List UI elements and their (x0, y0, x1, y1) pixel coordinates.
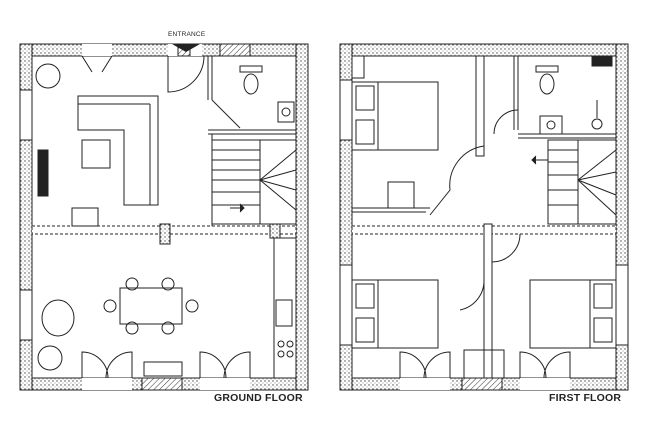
window-door (81, 55, 113, 73)
desk-chair (387, 181, 415, 209)
kitchen-sink (275, 299, 293, 327)
bath-door (493, 109, 519, 135)
sideboard (143, 361, 183, 377)
patio-door-right (199, 351, 251, 379)
ground-stairs (211, 139, 297, 225)
balcony-door-right (519, 351, 571, 379)
first-floor-walls (339, 43, 629, 391)
tv-unit (37, 149, 49, 197)
balcony-door-left (399, 351, 451, 379)
plant-icon (35, 63, 61, 89)
stove-icon (277, 340, 294, 358)
first-stairs (531, 140, 617, 224)
bed-icon (351, 279, 439, 349)
toilet-icon (535, 65, 559, 95)
entrance-arrow-icon (172, 44, 200, 52)
entrance-label: ENTRANCE (168, 31, 206, 38)
ground-floor-label: GROUND FLOOR (214, 392, 303, 404)
dining-chairs (103, 277, 199, 335)
bedroom3-door (491, 233, 521, 263)
bed-icon (529, 279, 617, 349)
entrance-door (167, 55, 205, 93)
coffee-table (81, 139, 111, 169)
wc-door (211, 99, 241, 129)
first-floor-label: FIRST FLOOR (549, 392, 622, 404)
bedroom1-door (429, 145, 485, 216)
toilet-icon (239, 65, 263, 95)
bed-icon (351, 81, 439, 151)
wardrobe (463, 349, 505, 379)
basin-icon (539, 115, 563, 135)
sofa-icon (77, 95, 159, 206)
shower-icon (591, 100, 603, 130)
patio-door-left (81, 351, 133, 379)
armchair (71, 207, 99, 227)
dining-table (119, 287, 183, 325)
bedroom2-door (459, 279, 485, 311)
sink-icon (277, 101, 295, 123)
kitchen-counter (273, 237, 297, 379)
round-seat (41, 299, 75, 337)
ground-floor-walls (19, 43, 309, 391)
